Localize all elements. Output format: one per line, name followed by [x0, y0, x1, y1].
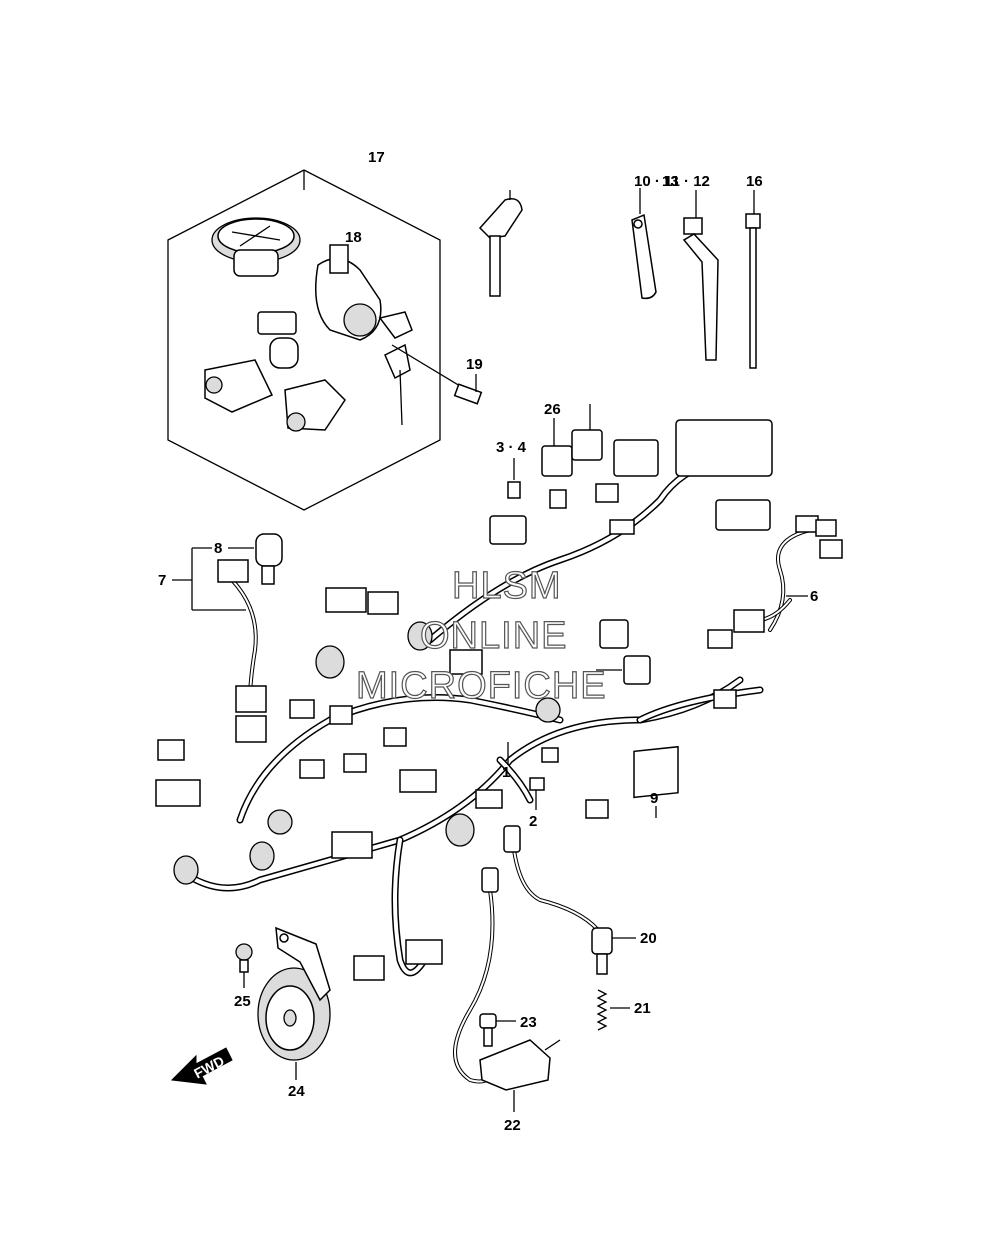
connector-e: [585, 799, 609, 819]
multi-pin-connector: [715, 499, 771, 531]
watermark-line-1: HLSM: [452, 565, 562, 607]
callout-1: 1: [502, 764, 510, 781]
connector-s: [329, 705, 353, 725]
connector-j: [475, 789, 503, 809]
watermark-line-2: ONLINE: [420, 615, 567, 657]
spring-part-18: 21: [596, 989, 651, 1031]
callout-18: 21: [634, 1000, 651, 1017]
connector-f: [541, 747, 559, 763]
fuse-part-3-4: 3 · 4: [496, 439, 527, 499]
connector-o: [367, 591, 399, 615]
ecm-connector: [675, 419, 773, 477]
callout-19: 22: [504, 1117, 521, 1134]
round-connector-d: [249, 841, 275, 871]
switch-part-17: 20: [503, 825, 657, 975]
callout-23: 26: [544, 401, 561, 418]
label-part-8: 9: [633, 745, 679, 818]
small-connector-a: [595, 483, 619, 503]
round-connector-c: [173, 855, 199, 885]
round-connector-g: [535, 697, 561, 723]
bolt-part-16: 19: [453, 356, 483, 405]
callout-14: 17: [368, 149, 385, 166]
callout-3-4: 3 · 4: [496, 439, 527, 456]
watermark: HLSM ONLINE MICROFICHE: [355, 564, 607, 707]
round-connector-e: [445, 813, 475, 847]
key-part-26: [478, 190, 523, 297]
round-connector-b: [407, 621, 433, 651]
connector-i: [331, 831, 373, 859]
connector-d: [713, 689, 737, 709]
callout-2: 2: [529, 813, 537, 830]
harness-connectors: 1: [155, 419, 773, 981]
fuse-box-connector: [489, 515, 527, 545]
callout-22: 25: [234, 993, 251, 1010]
callout-5: 6: [810, 588, 818, 605]
sensor-connector: [599, 619, 629, 649]
connector-l: [405, 939, 443, 965]
clamp-part-9: 10 · 11 · 12: [631, 173, 710, 300]
connector-r: [289, 699, 315, 719]
small-connector-b: [609, 519, 635, 535]
callout-7: 8: [214, 540, 222, 557]
main-harness-wires: [176, 456, 764, 977]
connector-q: [399, 769, 437, 793]
callout-8: 9: [650, 790, 658, 807]
connector-m: [353, 955, 385, 981]
connector-part-24: [596, 655, 651, 685]
sub-harness-part-5: 6: [733, 515, 843, 633]
round-connector-f: [267, 809, 293, 835]
lock-cylinder-part: [269, 337, 299, 369]
connector-u: [343, 753, 367, 773]
callout-6: 7: [158, 572, 166, 589]
lock-set-group: 17 18: [167, 149, 461, 511]
cap-part-7: [255, 533, 283, 585]
connector-k: [299, 759, 325, 779]
connector-t: [383, 727, 407, 747]
callout-10-11-12: 13: [662, 173, 679, 190]
callout-9: 10 · 11 · 12: [634, 173, 710, 190]
connector-p: [449, 649, 483, 675]
sensor-part-19: 22: [453, 867, 561, 1134]
connector-g: [155, 779, 201, 807]
forward-direction-arrow: FWD: [170, 1047, 233, 1085]
sub-harness-part-6: 7 8: [158, 540, 267, 743]
ignition-switch-part: [315, 244, 461, 426]
lock-bracket-part: [257, 311, 297, 335]
connector-h: [157, 739, 185, 761]
relay-part-23: 26: [541, 401, 573, 509]
callout-16: 19: [466, 356, 483, 373]
callout-13: 16: [746, 173, 763, 190]
relay-part-25: [571, 404, 603, 461]
round-connector-a: [315, 645, 345, 679]
band-part-10-11-12: 13: [662, 173, 719, 361]
fuse-part-2: 2: [529, 777, 545, 830]
relay-socket-connector: [613, 439, 659, 477]
watermark-line-3: MICROFICHE: [356, 665, 607, 707]
callout-17: 20: [640, 930, 657, 947]
callout-20: 23: [520, 1014, 537, 1031]
bolt-part-20: 23: [479, 1013, 537, 1047]
cable-tie-part-13: 16: [745, 173, 763, 369]
connector-c: [707, 629, 733, 649]
fuel-cap-lock-part: [211, 217, 301, 277]
horn-part-21: 24: [257, 926, 331, 1100]
connector-n: [325, 587, 367, 613]
callout-21: 24: [288, 1083, 305, 1100]
callout-15: 18: [345, 229, 362, 246]
seat-lock-part: [204, 359, 274, 413]
bolt-part-22: 25: [234, 943, 253, 1010]
